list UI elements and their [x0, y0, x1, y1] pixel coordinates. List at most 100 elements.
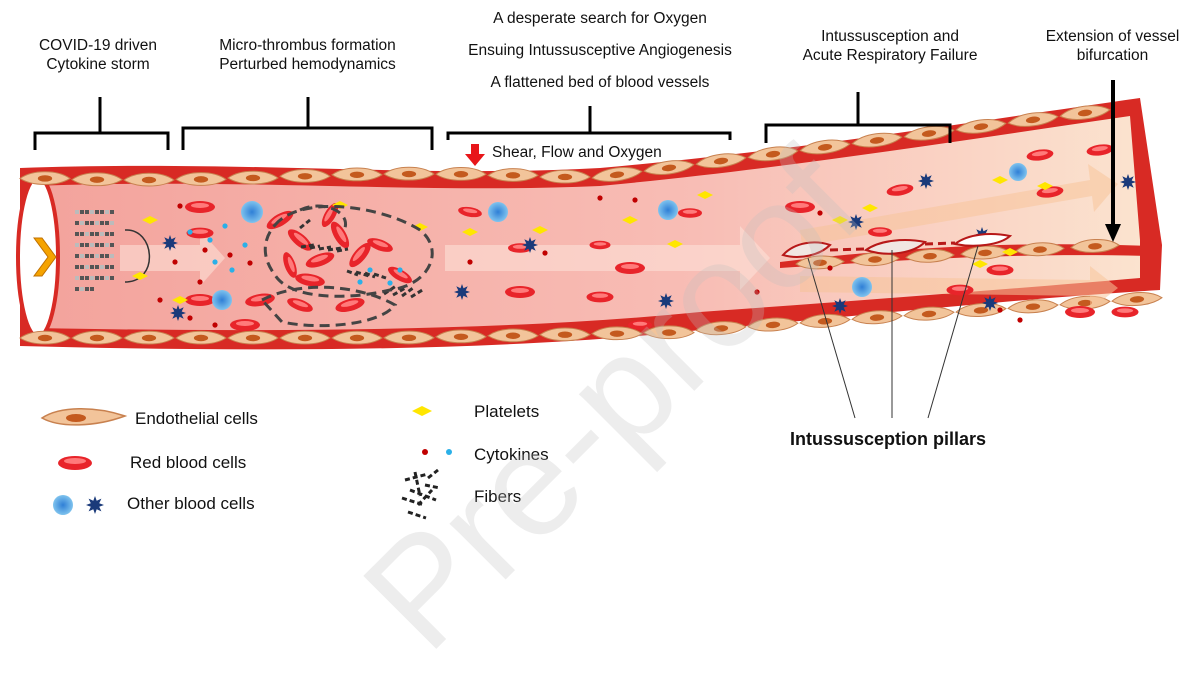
other-blood-cell [658, 200, 678, 220]
cytokine [229, 267, 234, 272]
cytokine [247, 260, 252, 265]
red-blood-cell [615, 262, 645, 274]
fiber-fragment [85, 210, 89, 214]
endothelial-nucleus [558, 332, 572, 338]
fiber-fragment [75, 243, 79, 247]
fiber-fragment [90, 265, 94, 269]
endothelial-nucleus [506, 172, 520, 178]
bracket-covid [35, 97, 168, 150]
label-micro-line1: Micro-thrombus formation [190, 36, 425, 55]
fiber-fragment [75, 221, 79, 225]
fiber-stroke [428, 470, 438, 478]
fiber-fragment [100, 265, 104, 269]
fiber-fragment [80, 265, 84, 269]
fiber-fragment [75, 287, 79, 291]
label-bifurcation: Extension of vessel bifurcation [1025, 27, 1200, 65]
fiber-fragment [85, 276, 89, 280]
endothelial-nucleus [350, 172, 364, 178]
endothelial-nucleus [194, 335, 208, 341]
fiber-fragment [110, 254, 114, 258]
legend-rbc-label: Red blood cells [130, 453, 246, 473]
fiber-stroke [425, 485, 440, 488]
other-blood-cell [488, 202, 508, 222]
fiber-fragment [75, 265, 79, 269]
fiber-fragment [110, 221, 114, 225]
cytokine [1017, 317, 1022, 322]
other-blood-cell-star [454, 284, 470, 300]
fiber-fragment [75, 254, 79, 258]
other-blood-cell [852, 277, 872, 297]
label-covid-line1: COVID-19 driven [18, 36, 178, 55]
fiber-fragment [110, 210, 114, 214]
label-intussusception: Intussusception and Acute Respiratory Fa… [775, 27, 1005, 65]
label-covid: COVID-19 driven Cytokine storm [18, 36, 178, 74]
other-blood-cell [241, 201, 263, 223]
other-blood-cell-star [170, 305, 186, 321]
endothelial-nucleus [454, 171, 468, 177]
fiber-fragment [90, 243, 94, 247]
red-blood-cell [987, 265, 1014, 276]
cytokine [997, 307, 1002, 312]
other-blood-cell-star [1120, 174, 1136, 190]
fiber-fragment [100, 210, 104, 214]
endothelial-nucleus [506, 333, 520, 339]
cytokine [187, 315, 192, 320]
cytokine [542, 250, 547, 255]
fiber-fragment [90, 254, 94, 258]
fiber-fragment [105, 232, 109, 236]
rbc-highlight [633, 322, 647, 326]
legend-cytokines-label: Cytokines [474, 445, 549, 465]
rbc-highlight [1117, 308, 1133, 313]
label-ext-line2: bifurcation [1025, 46, 1200, 65]
shear-arrow-icon [465, 144, 485, 166]
red-blood-cell [587, 292, 614, 303]
legend-other-label: Other blood cells [127, 494, 255, 514]
endothelial-nucleus [142, 335, 156, 341]
cytokine [754, 289, 759, 294]
red-blood-cell [185, 201, 215, 213]
stage-brackets [35, 92, 950, 150]
label-search-line1: A desperate search for Oxygen [440, 8, 760, 29]
fiber-fragment [105, 254, 109, 258]
other-blood-cell-star [522, 237, 538, 253]
red-blood-cell [628, 320, 652, 330]
cytokine [157, 297, 162, 302]
red-blood-cell [185, 294, 215, 306]
cytokine [242, 242, 247, 247]
fiber-fragment [95, 265, 99, 269]
legend-fibers-label: Fibers [474, 487, 521, 507]
endothelial-nucleus [142, 177, 156, 183]
label-ext-line1: Extension of vessel [1025, 27, 1200, 46]
cytokine [367, 267, 372, 272]
fiber-fragment [105, 243, 109, 247]
other-blood-cell-star [848, 214, 864, 230]
legend-platelets-label: Platelets [474, 402, 539, 422]
endothelial-nucleus [662, 329, 676, 335]
cytokine [827, 265, 832, 270]
rbc-highlight [511, 288, 529, 293]
fiber-fragment [90, 276, 94, 280]
red-blood-cell [947, 285, 974, 296]
cytokine [197, 279, 202, 284]
rbc-highlight [236, 321, 254, 326]
fiber-fragment [75, 276, 79, 280]
platelet-icon [412, 406, 432, 416]
fiber-fragment [110, 243, 114, 247]
red-blood-cell [1112, 307, 1139, 318]
red-blood-cell [678, 208, 702, 218]
rbc-highlight [191, 296, 209, 301]
rbc-highlight [621, 264, 639, 269]
fiber-fragment [105, 276, 109, 280]
cytokine [632, 197, 637, 202]
fiber-fragment [105, 221, 109, 225]
fiber-fragment [95, 254, 99, 258]
other-blood-cell-star [982, 295, 998, 311]
fiber-fragment [85, 287, 89, 291]
fiber-fragment [110, 276, 114, 280]
cytokine [222, 223, 227, 228]
label-micro-thrombus: Micro-thrombus formation Perturbed hemod… [190, 36, 425, 74]
red-blood-cell [230, 319, 260, 331]
cytokine-icon [422, 449, 452, 455]
other-blood-cell [1009, 163, 1027, 181]
red-blood-cell [1065, 306, 1095, 318]
